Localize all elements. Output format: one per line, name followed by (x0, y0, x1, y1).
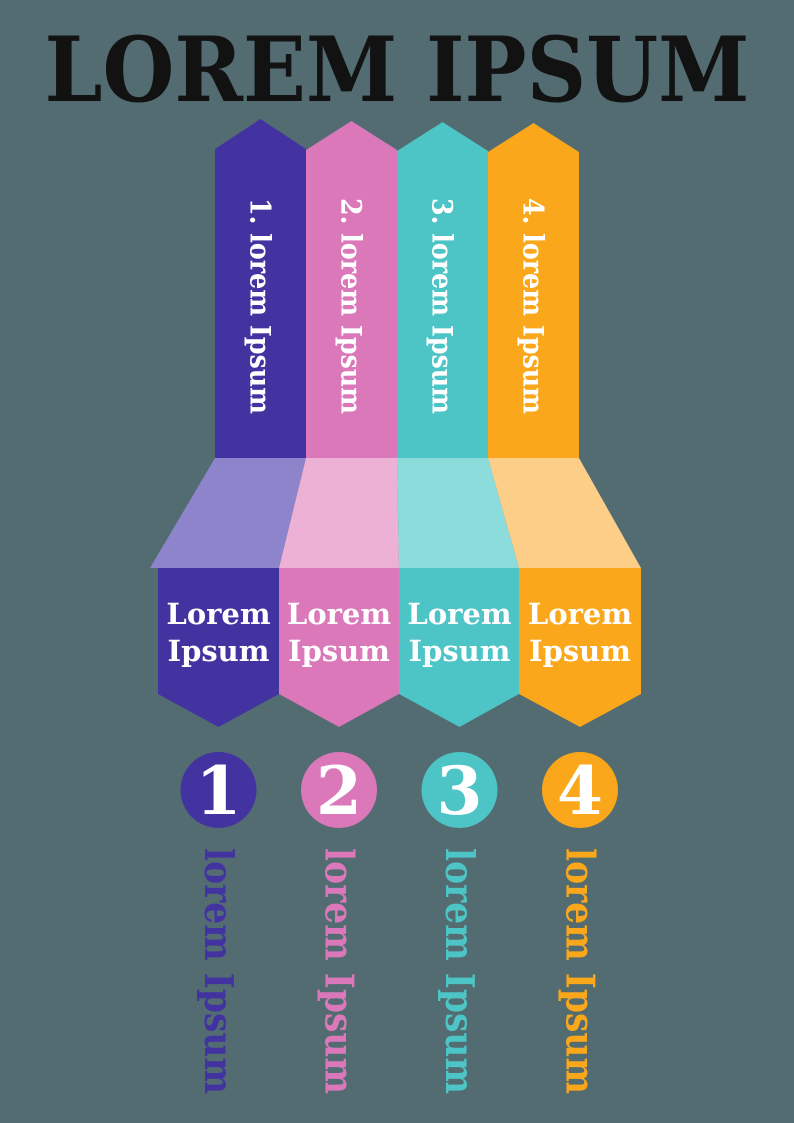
circle-number-3: 3 (437, 752, 483, 830)
box-label-1-line2: Ipsum (168, 634, 270, 668)
step-box-4 (519, 568, 641, 727)
fan-trapezoid-3 (397, 458, 519, 568)
box-label-3-line2: Ipsum (409, 634, 511, 668)
column-label-1: 1. lorem Ipsum (244, 198, 277, 414)
fan-trapezoid-2 (279, 458, 399, 568)
column-label-3: 3. lorem Ipsum (426, 198, 459, 414)
footer-label-2: lorem Ipsum (315, 848, 361, 1094)
step-circle-2 (301, 752, 377, 828)
step-circle-1 (180, 752, 257, 828)
banner-column-4 (488, 123, 579, 458)
circle-number-1: 1 (196, 752, 242, 830)
banner-column-2 (306, 121, 397, 458)
step-box-1 (158, 568, 279, 727)
step-circle-3 (421, 752, 498, 828)
page-title: LOREM IPSUM (45, 17, 750, 123)
fan-trapezoid-4 (488, 458, 641, 568)
box-label-2-line2: Ipsum (288, 634, 390, 668)
circle-number-2: 2 (316, 752, 362, 830)
box-label-3-line1: Lorem (407, 597, 511, 631)
footer-label-3: lorem Ipsum (436, 848, 482, 1094)
box-label-2-line1: Lorem (287, 597, 391, 631)
footer-label-4: lorem Ipsum (556, 848, 602, 1094)
column-label-4: 4. lorem Ipsum (517, 198, 550, 414)
box-label-4-line1: Lorem (528, 597, 632, 631)
box-label-4-line2: Ipsum (529, 634, 631, 668)
step-box-3 (399, 568, 519, 727)
step-circle-4 (542, 752, 618, 828)
box-label-1-line1: Lorem (166, 597, 270, 631)
step-box-2 (279, 568, 399, 727)
column-label-2: 2. lorem Ipsum (335, 198, 368, 414)
banner-column-1 (215, 119, 306, 458)
fan-trapezoid-1 (150, 458, 306, 568)
circle-number-4: 4 (557, 752, 603, 830)
banner-column-3 (397, 122, 488, 458)
footer-label-1: lorem Ipsum (195, 848, 241, 1094)
